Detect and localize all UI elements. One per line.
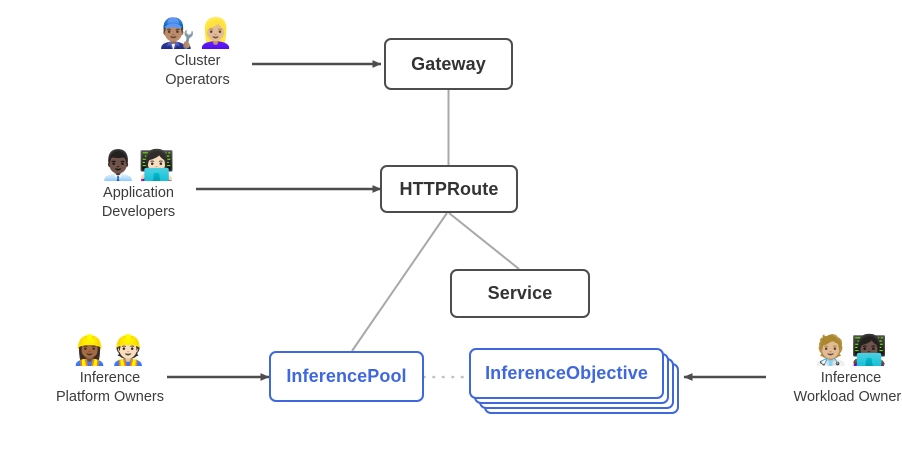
edge-httproute-service — [448, 212, 520, 270]
node-gateway[interactable]: Gateway — [384, 38, 513, 90]
cluster-operators-icon: 👨🏽‍🔧👱🏼‍♀️ — [159, 18, 236, 50]
node-service-label: Service — [487, 283, 553, 303]
actor-cluster-operators-label: Cluster Operators — [165, 53, 230, 88]
node-inferencepool[interactable]: InferencePool — [269, 351, 424, 402]
node-httproute-label: HTTPRoute — [399, 178, 499, 199]
node-httproute[interactable]: HTTPRoute — [380, 165, 518, 213]
node-service[interactable]: Service — [450, 269, 590, 318]
actor-application-developers-label: Application Developers — [101, 185, 176, 220]
actor-inference-platform-owners-label: Inference Platform Owners — [56, 370, 164, 405]
actor-cluster-operators[interactable]: 👨🏽‍🔧👱🏼‍♀️ Cluster Operators — [130, 17, 265, 90]
node-inferenceobjective[interactable]: InferenceObjective — [469, 348, 664, 399]
actor-application-developers[interactable]: 👨🏿‍💼👩🏻‍💻 Application Developers — [70, 149, 207, 222]
actor-inference-workload-owners[interactable]: 🧑🏼‍⚕️👩🏿‍💻 Inference Workload Owners — [762, 334, 902, 407]
inference-platform-owners-icon: 👷🏾‍♀️👷🏻 — [71, 335, 149, 367]
node-gateway-label: Gateway — [411, 53, 486, 74]
actor-inference-workload-owners-label: Inference Workload Owners — [793, 370, 902, 405]
actor-inference-platform-owners[interactable]: 👷🏾‍♀️👷🏻 Inference Platform Owners — [24, 334, 196, 407]
application-developers-icon: 👨🏿‍💼👩🏻‍💻 — [100, 150, 177, 182]
edge-httproute-inferencepool — [351, 212, 448, 352]
node-inferencepool-label: InferencePool — [286, 366, 407, 386]
inference-workload-owners-icon: 🧑🏼‍⚕️👩🏿‍💻 — [812, 335, 890, 367]
node-inferenceobjective-label: InferenceObjective — [485, 363, 648, 383]
